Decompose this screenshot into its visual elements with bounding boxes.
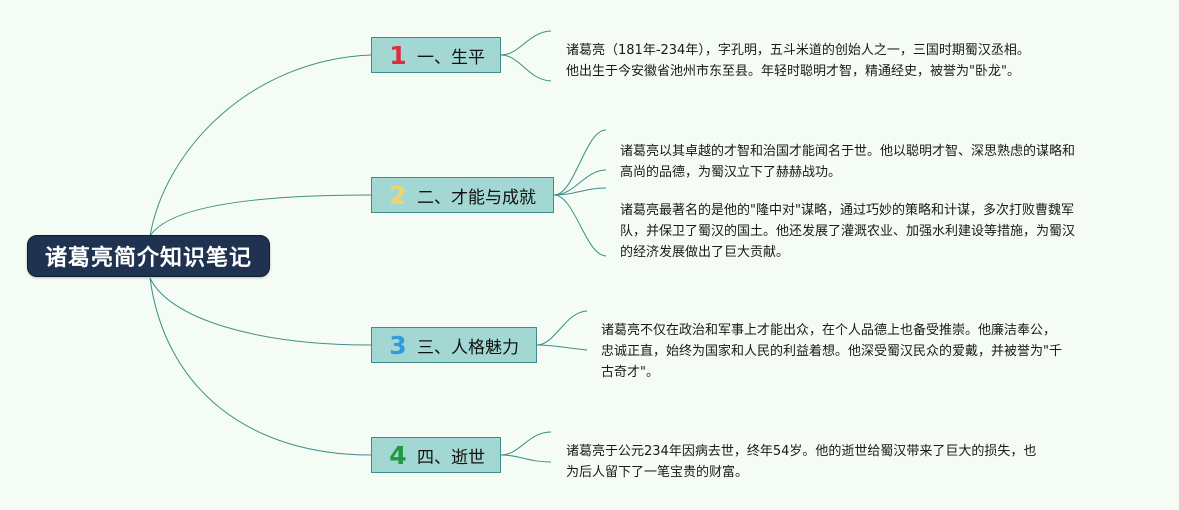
connector-line — [149, 54, 372, 237]
number-4-icon: 4 — [389, 440, 407, 470]
connector-line — [553, 194, 607, 257]
connector-line — [500, 54, 552, 82]
branch-topic-3[interactable]: 3 三、人格魅力 — [371, 327, 537, 363]
branch-topic-1[interactable]: 1 一、生平 — [371, 37, 501, 73]
connector-line — [536, 310, 588, 346]
connector-line — [500, 30, 552, 56]
note-2-1[interactable]: 诸葛亮以其卓越的才智和治国才能闻名于世。他以聪明才智、深思熟虑的谋略和 高尚的品… — [620, 144, 1076, 180]
note-1-1[interactable]: 诸葛亮（181年-234年），字孔明，五斗米道的创始人之一，三国时期蜀汉丞相。 … — [566, 43, 1030, 79]
connector-line — [149, 277, 372, 346]
number-3-icon: 3 — [389, 330, 407, 360]
note-3-1[interactable]: 诸葛亮不仅在政治和军事上才能出众，在个人品德上也备受推崇。他廉洁奉公， 忠诚正直… — [601, 323, 1062, 380]
connector-line — [149, 194, 372, 237]
note-4-1[interactable]: 诸葛亮于公元234年因病去世，终年54岁。他的逝世给蜀汉带来了巨大的损失，也 为… — [566, 444, 1037, 480]
connector-line — [500, 454, 552, 463]
branch-label: 二、才能与成就 — [417, 187, 536, 208]
branch-label: 一、生平 — [417, 47, 485, 68]
connector-line — [553, 129, 607, 196]
branch-topic-4[interactable]: 4 四、逝世 — [371, 437, 501, 473]
connector-line — [553, 187, 607, 196]
note-2-2[interactable]: 诸葛亮最著名的是他的"隆中对"谋略，通过巧妙的策略和计谋，多次打败曹魏军 队，并… — [620, 203, 1076, 260]
branch-label: 三、人格魅力 — [417, 337, 519, 358]
connector-line — [149, 277, 372, 456]
branch-topic-2[interactable]: 2 二、才能与成就 — [371, 177, 554, 213]
connector-line — [536, 344, 588, 351]
connector-line — [500, 431, 552, 456]
number-2-icon: 2 — [389, 180, 407, 210]
number-1-icon: 1 — [389, 40, 407, 70]
root-topic[interactable]: 诸葛亮简介知识笔记 — [27, 235, 270, 277]
branch-label: 四、逝世 — [417, 447, 485, 468]
